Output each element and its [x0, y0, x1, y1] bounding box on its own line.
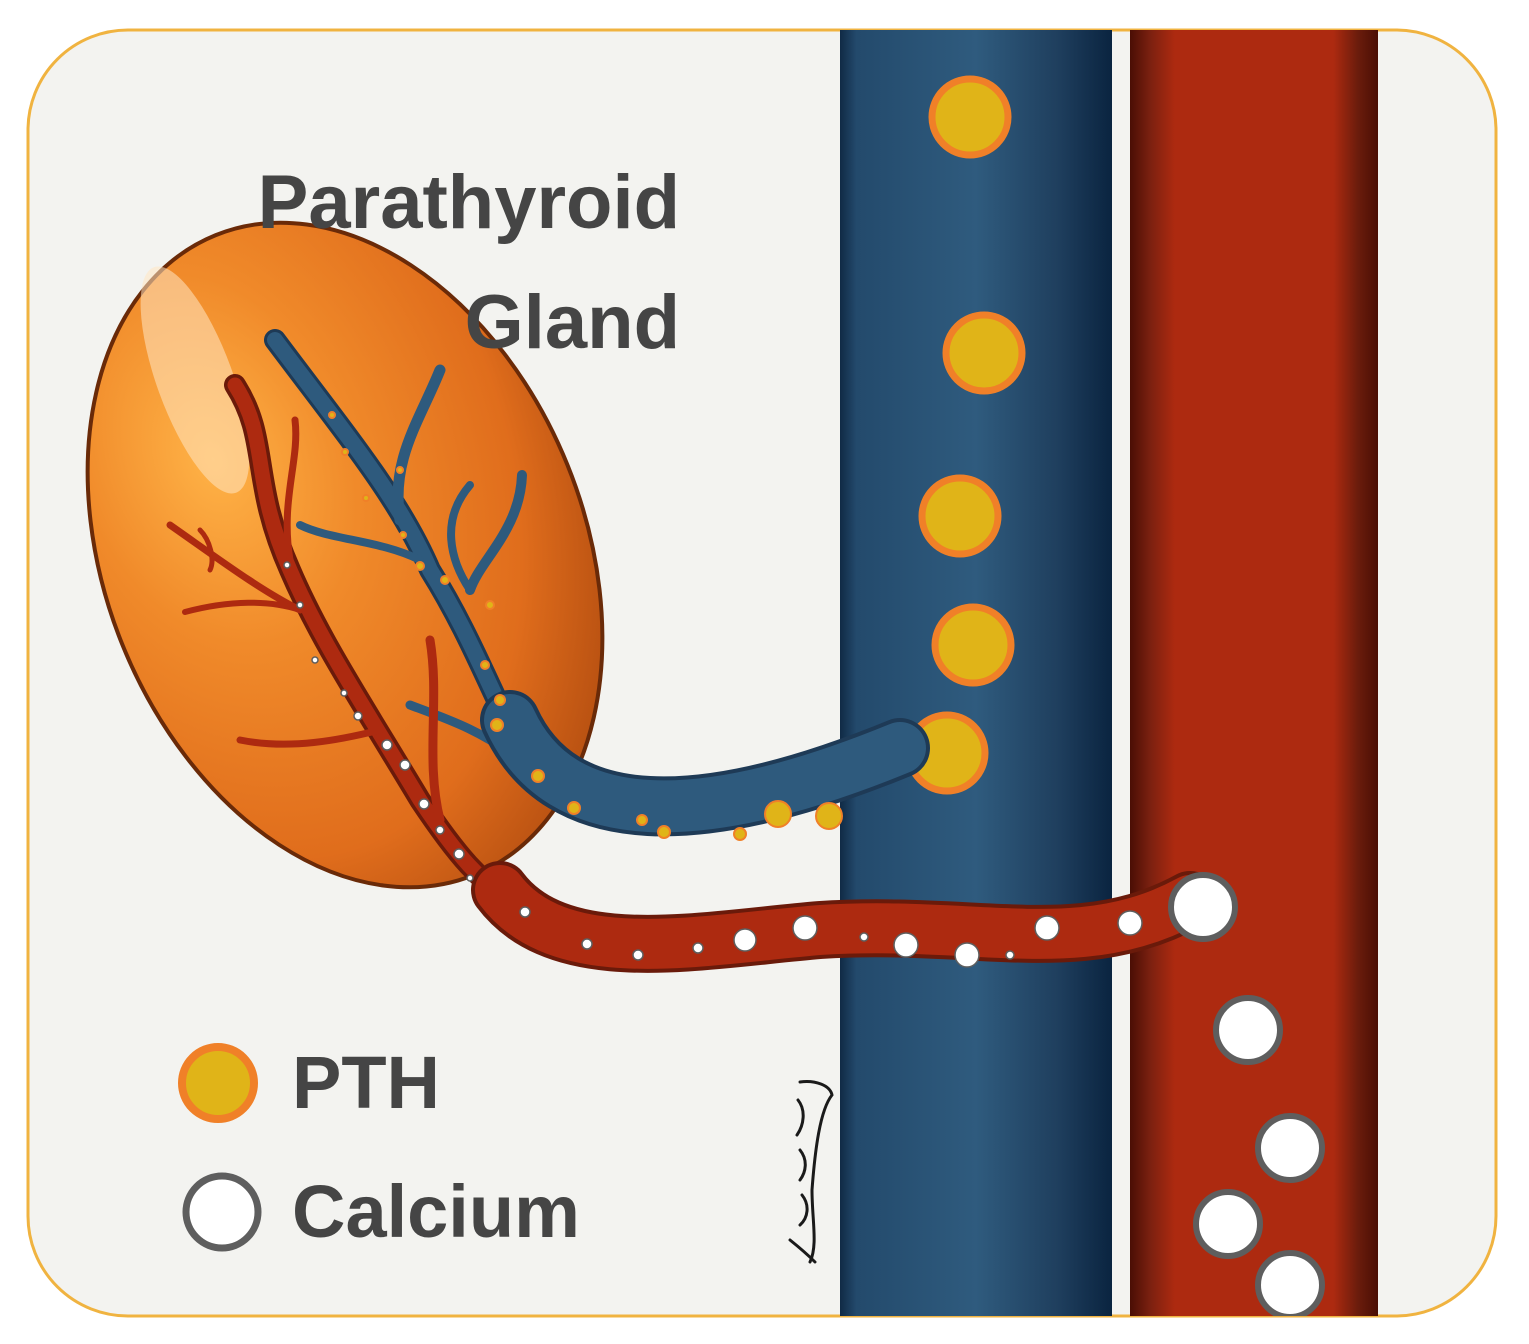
legend-pth-label: PTH [292, 1041, 440, 1124]
artery-calcium-particles [1193, 995, 1325, 1316]
calcium-particle [1193, 1189, 1263, 1259]
pth-particle [942, 311, 1026, 395]
legend-calcium-swatch [182, 1172, 262, 1252]
vessel-calcium-dots [283, 561, 1143, 968]
legend: PTH Calcium [178, 1041, 580, 1253]
legend-calcium-label: Calcium [292, 1170, 580, 1253]
pth-particle [928, 75, 1012, 159]
gland-title-line1: Parathyroid [258, 160, 680, 245]
calcium-particle [1255, 1250, 1325, 1316]
vessel-pth-dots [328, 411, 843, 841]
legend-pth-swatch [178, 1043, 258, 1123]
artist-signature [788, 1080, 834, 1264]
calcium-particle [1255, 1113, 1325, 1183]
gland-title-line2: Gland [465, 280, 680, 365]
parathyroid-gland [85, 220, 605, 890]
gland-highlight [140, 266, 250, 494]
vein-pth-particles [905, 75, 1026, 795]
pth-particle [918, 474, 1002, 558]
calcium-particle-junction [1168, 872, 1238, 942]
pth-particle [931, 603, 1015, 687]
artery-vessel [1130, 30, 1378, 1316]
calcium-particle [1213, 995, 1283, 1065]
gland-vein-branch [264, 329, 930, 837]
